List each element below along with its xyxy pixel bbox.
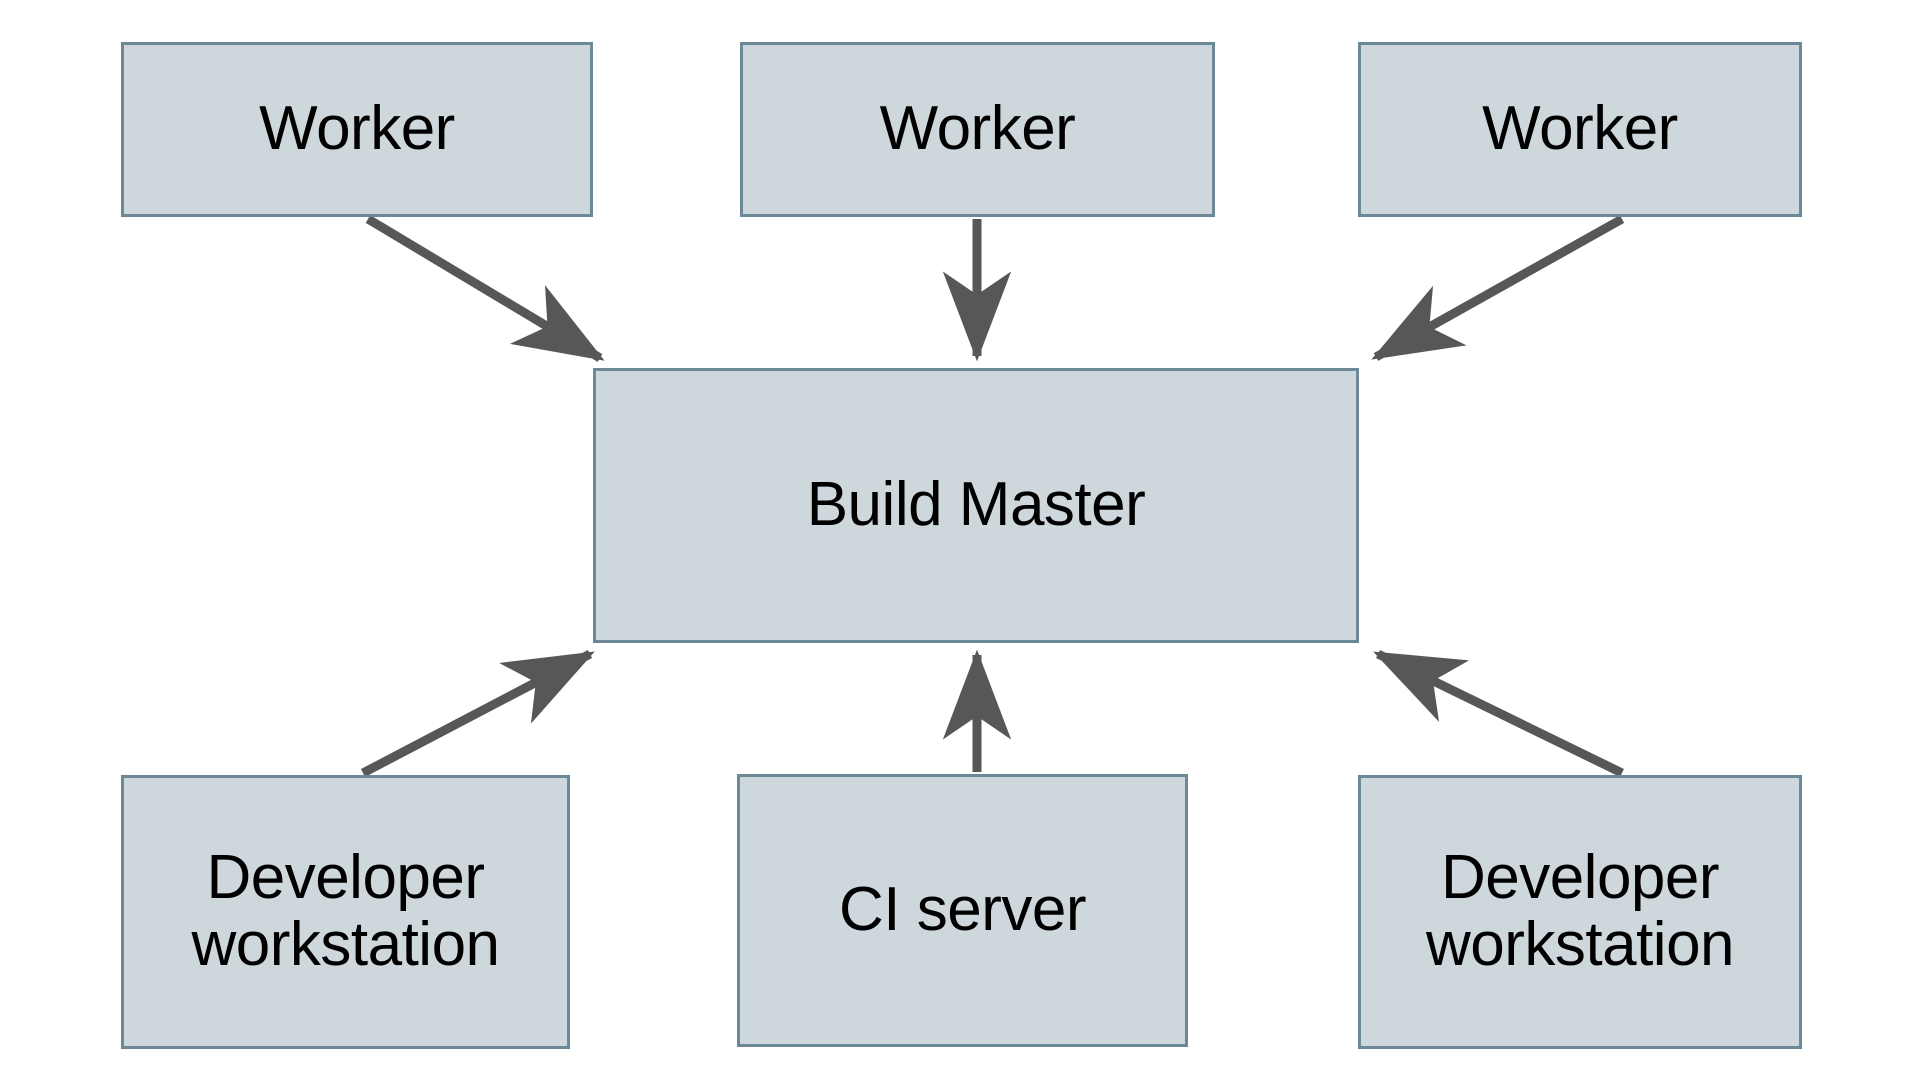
edge-dev-right-to-build-master: [1373, 649, 1624, 778]
node-developer-workstation-right[interactable]: Developer workstation: [1358, 775, 1802, 1049]
node-ci-server[interactable]: CI server: [737, 774, 1188, 1047]
node-developer-workstation-right-label: Developer workstation: [1425, 843, 1735, 979]
node-build-master-label: Build Master: [806, 470, 1146, 540]
edge-worker-1-to-build-master: [365, 215, 605, 362]
node-ci-server-label: CI server: [839, 875, 1086, 945]
node-worker-1-label: Worker: [259, 94, 455, 164]
edge-worker-3-to-build-master: [1371, 215, 1625, 361]
node-worker-1[interactable]: Worker: [121, 42, 593, 217]
node-worker-2-label: Worker: [879, 94, 1076, 164]
node-worker-3[interactable]: Worker: [1358, 42, 1802, 217]
node-developer-workstation-left-label: Developer workstation: [191, 843, 500, 979]
node-developer-workstation-left[interactable]: Developer workstation: [121, 775, 570, 1049]
node-build-master[interactable]: Build Master: [593, 368, 1359, 643]
node-worker-2[interactable]: Worker: [740, 42, 1215, 217]
edge-dev-left-to-build-master: [360, 650, 595, 777]
node-worker-3-label: Worker: [1482, 94, 1678, 164]
